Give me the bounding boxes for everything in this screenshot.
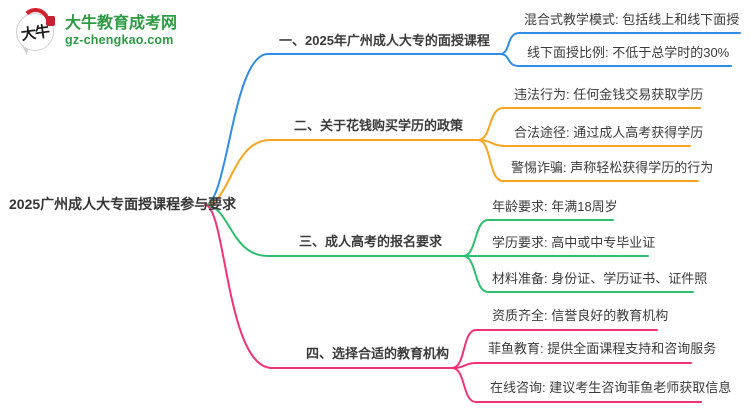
branch-3-leaf-3-line [462,255,694,293]
site-logo: 大牛 大牛教育成考网 gz-chengkao.com [14,6,178,56]
logo-site-domain: gz-chengkao.com [65,33,174,47]
branch-3-leaf-1-line [462,219,614,257]
branch-1-leaf-2-line [499,53,732,67]
leaf-node: 合法途径: 通过成人高考获得学历 [514,125,704,140]
branch-2-label: 二、关于花钱购买学历的政策 [294,118,464,133]
leaf-node: 违法行为: 任何金钱交易获取学历 [514,87,704,102]
leaf-node: 警惕诈骗: 声称轻松获得学历的行为 [511,160,714,175]
branch-4-leaf-2-line [451,362,692,369]
root-node: 2025广州成人大专面授课程参与要求 [9,196,237,212]
branch-4-curve [204,204,453,369]
branch-3-curve [204,204,464,257]
branch-4-leaf-3-line [451,367,702,403]
branch-1-label: 一、2025年广州成人大专的面授课程 [279,33,490,48]
branch-3-label: 三、成人高考的报名要求 [299,234,443,249]
logo-site-name: 大牛教育成考网 [65,14,178,32]
logo-red-seal [46,16,55,26]
branch-2-leaf-3-line [477,139,699,182]
branch-4-label: 四、选择合适的教育机构 [306,346,450,361]
branch-2-leaf-1-line [477,107,701,141]
branch-1-leaf-1-line [499,32,741,55]
logo-bull-icon: 大牛 [14,6,58,56]
branch-1-curve [204,53,501,206]
leaf-node: 在线咨询: 建议考生咨询菲鱼老师获取信息 [490,380,732,395]
leaf-node: 年龄要求: 年满18周岁 [492,199,618,214]
leaf-node: 学历要求: 高中或中专毕业证 [492,235,656,250]
leaf-node: 混合式教学模式: 包括线上和线下面授 [524,12,740,27]
leaf-node: 菲鱼教育: 提供全面课程支持和咨询服务 [488,341,717,356]
leaf-node: 线下面授比例: 不低于总学时的30% [527,45,730,60]
branch-4-leaf-1-line [451,329,658,369]
branch-2-curve [204,139,479,206]
leaf-node: 资质齐全: 信誉良好的教育机构 [492,308,669,323]
leaf-node: 材料准备: 身份证、学历证书、证件照 [492,271,708,286]
